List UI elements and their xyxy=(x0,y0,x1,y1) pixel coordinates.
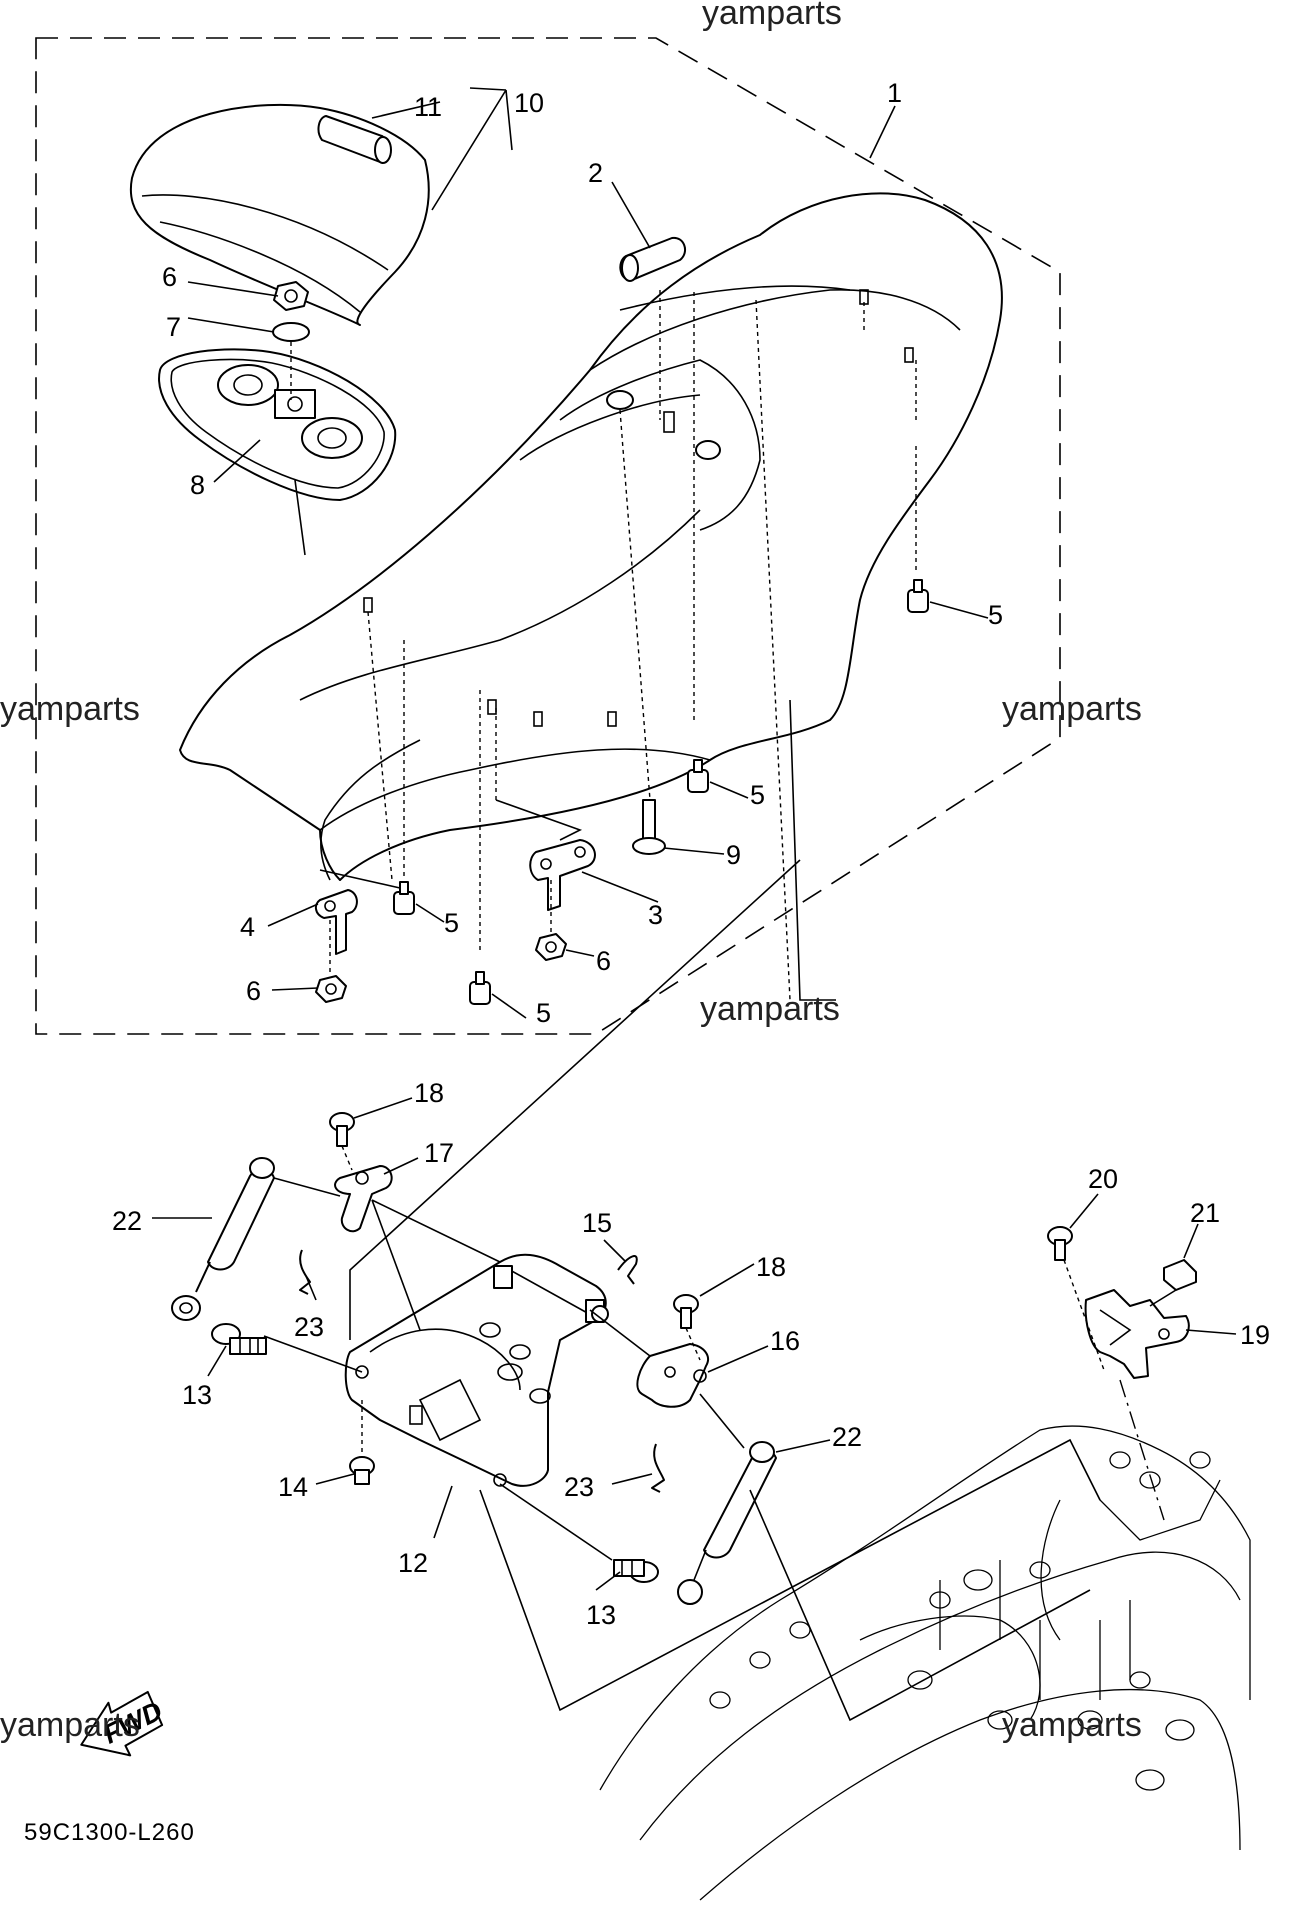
bolt-13-left xyxy=(211,1323,267,1355)
callout-8: 8 xyxy=(190,470,205,500)
callout-23-b: 23 xyxy=(564,1472,594,1502)
watermark: yamparts xyxy=(700,990,840,1028)
callout-9: 9 xyxy=(726,840,741,870)
watermark: yamparts xyxy=(702,0,842,32)
callout-4: 4 xyxy=(240,912,255,942)
watermark: yamparts xyxy=(1002,690,1142,728)
callout-6-b: 6 xyxy=(596,946,611,976)
seat-assembly-boundary xyxy=(35,37,1061,1035)
callout-5-d: 5 xyxy=(536,998,551,1028)
bracket-17 xyxy=(334,1165,393,1233)
callout-22-a: 22 xyxy=(112,1206,142,1236)
bracket-3 xyxy=(529,839,596,911)
callout-5-c: 5 xyxy=(444,908,459,938)
callout-6-c: 6 xyxy=(246,976,261,1006)
bolt-18-right xyxy=(673,1294,699,1329)
callout-13-b: 13 xyxy=(586,1600,616,1630)
pillion-washer xyxy=(272,322,310,342)
fwd-arrow: FWD xyxy=(80,1690,167,1757)
watermark: yamparts xyxy=(0,690,140,728)
gas-strut-left xyxy=(171,1157,275,1321)
callout-7: 7 xyxy=(166,312,181,342)
watermarks: yamparts yamparts yamparts yamparts yamp… xyxy=(0,0,1142,1744)
bracket-4 xyxy=(314,889,358,955)
callout-1: 1 xyxy=(887,78,902,108)
main-seat xyxy=(179,192,1003,881)
callout-21: 21 xyxy=(1190,1198,1220,1228)
bolt-20 xyxy=(1047,1226,1073,1261)
frame-background xyxy=(599,1425,1251,1901)
leader-lines xyxy=(152,87,1237,1591)
callout-14: 14 xyxy=(278,1472,308,1502)
seat-lock-plate xyxy=(344,1253,609,1487)
callout-16: 16 xyxy=(770,1326,800,1356)
callout-labels: 1 2 3 4 5 5 5 5 5 6 6 6 7 8 9 10 11 12 1… xyxy=(112,78,1270,1630)
part-21 xyxy=(1163,1259,1197,1291)
bracket-4-nut xyxy=(315,975,347,1003)
callout-2: 2 xyxy=(588,158,603,188)
seat-bolt-5-mid xyxy=(687,759,709,793)
grommet-14 xyxy=(349,1456,375,1485)
clip-23-left xyxy=(299,1249,311,1295)
callout-22-b: 22 xyxy=(832,1422,862,1452)
bolt-18-upper xyxy=(329,1112,355,1147)
callout-5-b: 5 xyxy=(750,780,765,810)
bracket-16 xyxy=(636,1343,709,1408)
pillion-seat xyxy=(129,103,430,326)
watermark: yamparts xyxy=(1002,1706,1142,1744)
callout-13-a: 13 xyxy=(182,1380,212,1410)
callout-12: 12 xyxy=(398,1548,428,1578)
callout-23-a: 23 xyxy=(294,1312,324,1342)
bracket-3-nut xyxy=(535,933,567,961)
watermark: yamparts xyxy=(0,1706,140,1744)
bracket-19 xyxy=(1084,1289,1190,1379)
seat-bolt-5-left-a xyxy=(393,881,415,915)
pillion-seat-base xyxy=(158,348,397,501)
seat-bolt-5-left-b xyxy=(469,971,491,1005)
callout-20: 20 xyxy=(1088,1164,1118,1194)
pillion-nut xyxy=(273,281,309,311)
callout-3: 3 xyxy=(648,900,663,930)
bolt-13-right xyxy=(613,1559,659,1583)
seat-bolt-5-right xyxy=(907,579,929,613)
callout-15: 15 xyxy=(582,1208,612,1238)
callout-5-a: 5 xyxy=(988,600,1003,630)
clip-15 xyxy=(617,1255,638,1285)
callout-18-a: 18 xyxy=(414,1078,444,1108)
callout-10: 10 xyxy=(514,88,544,118)
callout-6-a: 6 xyxy=(162,262,177,292)
seat-bolt-9 xyxy=(632,799,666,855)
callout-17: 17 xyxy=(424,1138,454,1168)
callout-11: 11 xyxy=(414,92,442,122)
gas-strut-right xyxy=(677,1441,777,1605)
diagram-code: 59C1300-L260 xyxy=(24,1819,195,1846)
callout-19: 19 xyxy=(1240,1320,1270,1350)
callout-18-b: 18 xyxy=(756,1252,786,1282)
clip-23-right xyxy=(651,1443,665,1493)
